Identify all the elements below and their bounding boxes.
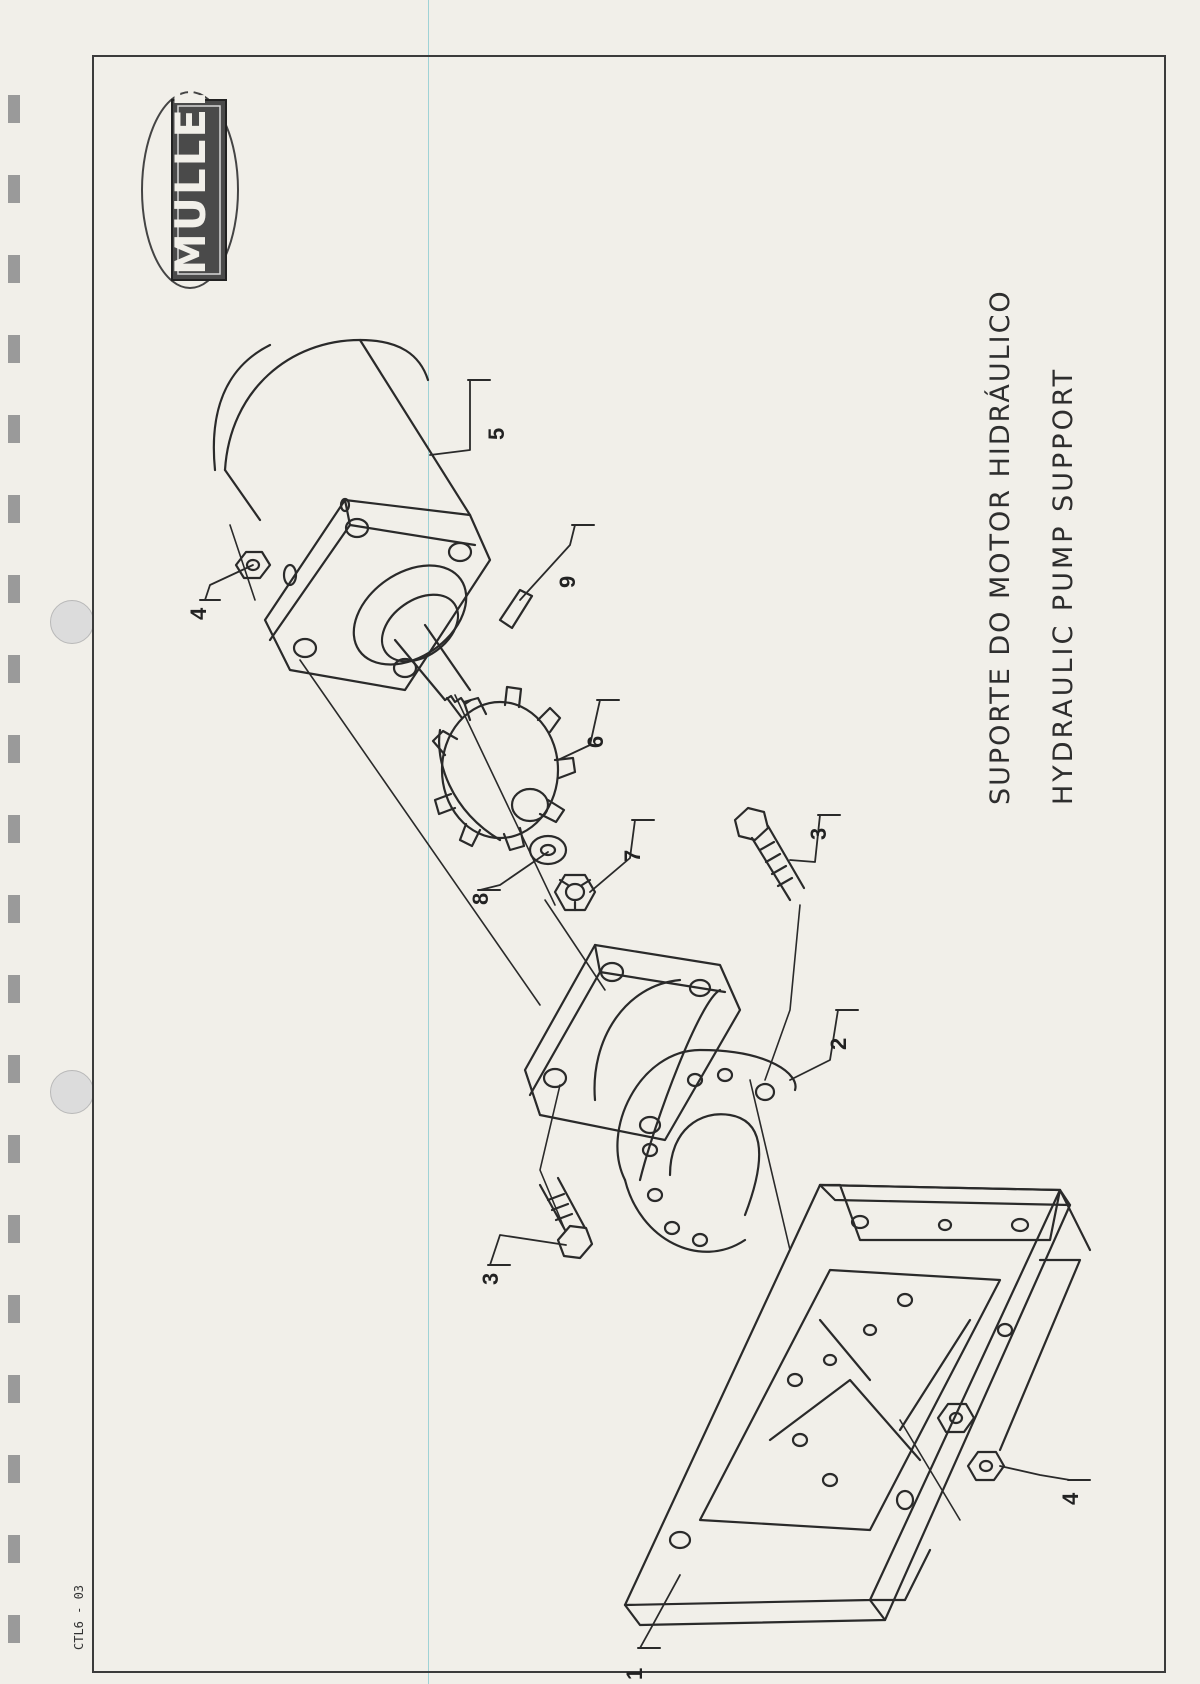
binder-mark xyxy=(8,95,20,123)
guide-line xyxy=(428,0,429,1684)
callout-8: 8 xyxy=(468,892,493,905)
binder-mark xyxy=(8,1615,20,1643)
key-pin xyxy=(498,588,534,630)
drawing-border xyxy=(92,55,1166,1673)
callout-6: 6 xyxy=(583,735,608,748)
binder-mark xyxy=(8,1055,20,1083)
nut-upper xyxy=(234,550,272,580)
title-portuguese: SUPORTE DO MOTOR HIDRÁULICO xyxy=(985,289,1016,805)
callout-5: 5 xyxy=(484,427,509,440)
callout-9: 9 xyxy=(555,575,580,588)
bolt-lower xyxy=(538,1176,594,1260)
leader-lines xyxy=(204,379,1071,1649)
gear xyxy=(431,685,577,852)
sheet-code: CTL6 - 03 xyxy=(72,1584,86,1650)
punch-hole xyxy=(50,1070,94,1114)
hydraulic-motor xyxy=(212,338,492,720)
binder-mark xyxy=(8,575,20,603)
binder-mark xyxy=(8,975,20,1003)
muller-logo xyxy=(141,91,239,289)
adapter-flange xyxy=(523,943,797,1253)
binder-mark xyxy=(8,415,20,443)
bolt-upper xyxy=(733,806,806,902)
binder-mark xyxy=(8,735,20,763)
binder-mark xyxy=(8,335,20,363)
binder-mark xyxy=(8,255,20,283)
callout-bars xyxy=(199,379,1091,1649)
callout-1: 1 xyxy=(622,1667,647,1680)
binder-mark xyxy=(8,815,20,843)
castle-nut xyxy=(553,873,597,912)
binder-mark xyxy=(8,1535,20,1563)
binder-mark xyxy=(8,655,20,683)
alignment-lines xyxy=(229,524,961,1521)
washer xyxy=(528,834,568,866)
binder-mark xyxy=(8,1455,20,1483)
callout-4-lower: 4 xyxy=(1058,1492,1083,1505)
base-frame xyxy=(623,1183,1092,1627)
binder-mark xyxy=(8,175,20,203)
binder-mark xyxy=(8,1135,20,1163)
title-english: HYDRAULIC PUMP SUPPORT xyxy=(1048,366,1079,805)
binder-mark xyxy=(8,1375,20,1403)
callout-3-upper: 3 xyxy=(806,827,831,840)
binder-mark xyxy=(8,1295,20,1323)
binder-mark xyxy=(8,895,20,923)
callout-7: 7 xyxy=(620,849,645,862)
nuts-lower xyxy=(936,1402,1006,1482)
binder-mark xyxy=(8,1215,20,1243)
callout-4-upper: 4 xyxy=(186,607,211,620)
callout-3-lower: 3 xyxy=(478,1272,503,1285)
binder-mark xyxy=(8,495,20,523)
callout-2: 2 xyxy=(826,1037,851,1050)
